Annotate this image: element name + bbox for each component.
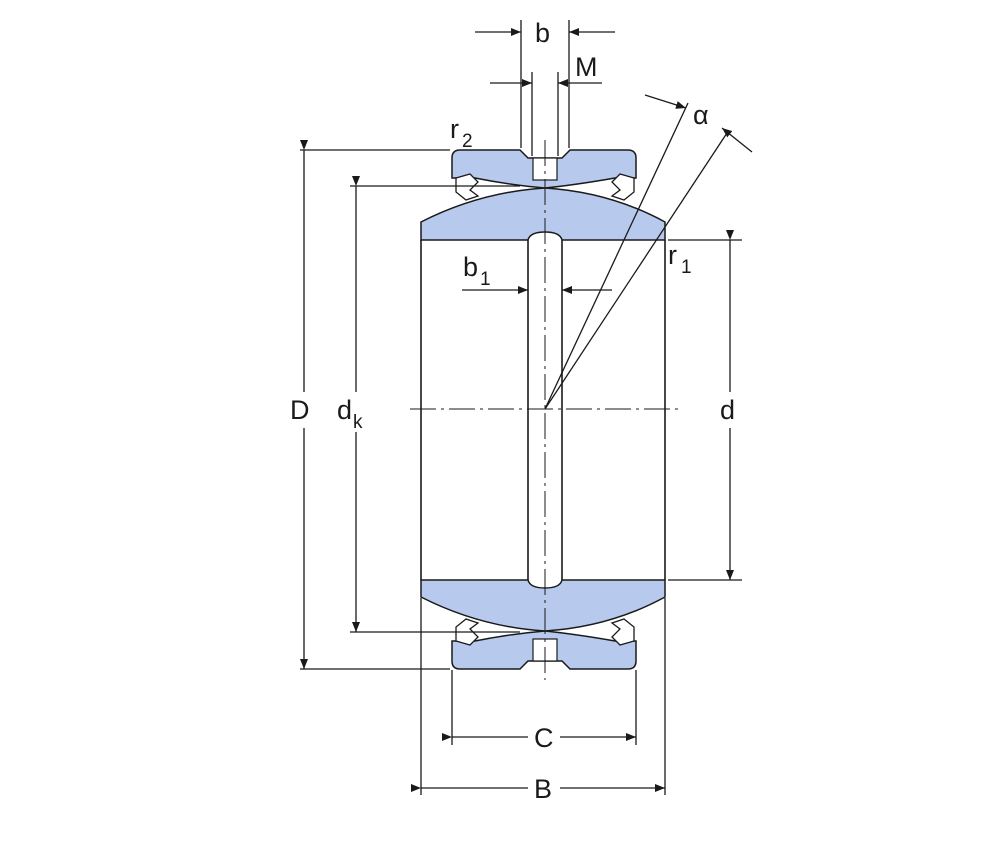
dimension-b — [475, 20, 615, 148]
angle-alpha — [544, 94, 753, 410]
dimension-C — [442, 670, 637, 745]
dimension-B — [411, 598, 666, 795]
inner-ring-bore — [420, 240, 666, 580]
dimension-D — [300, 140, 450, 670]
label-b1-sub: 1 — [480, 269, 491, 290]
label-B: B — [534, 774, 552, 804]
label-b: b — [535, 18, 550, 48]
seal-top-right — [610, 173, 635, 201]
dimension-d — [668, 230, 742, 581]
label-dk-sub: k — [353, 412, 363, 433]
seal-top-left — [455, 173, 480, 201]
label-r2-sub: 2 — [462, 131, 473, 152]
inner-ring-top — [420, 187, 666, 241]
label-D: D — [290, 395, 310, 425]
label-C: C — [534, 723, 554, 753]
seal-bottom-right — [610, 618, 635, 646]
label-alpha: α — [693, 100, 709, 130]
label-M: M — [575, 52, 598, 82]
dimension-M — [490, 72, 602, 156]
label-r1-sub: 1 — [681, 257, 692, 278]
outer-ring-bottom — [451, 630, 637, 670]
label-r1: r — [668, 240, 677, 270]
label-d: d — [720, 395, 735, 425]
inner-ring-bottom — [420, 579, 666, 632]
label-dk: d — [337, 395, 352, 425]
dimension-dk — [350, 176, 520, 633]
outer-ring-top — [451, 149, 637, 189]
label-b1: b — [463, 252, 478, 282]
label-r2: r — [450, 114, 459, 144]
